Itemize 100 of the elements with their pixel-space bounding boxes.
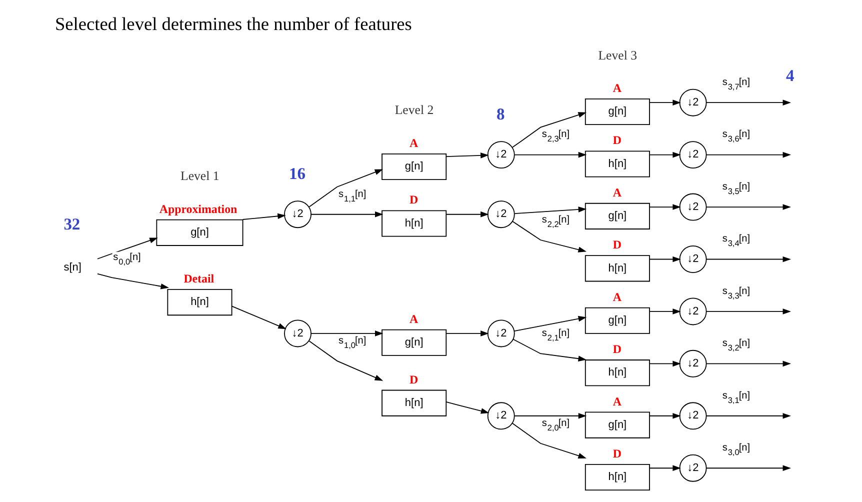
node-label: D	[612, 342, 621, 356]
node-circle: ↓2	[486, 320, 514, 348]
edge-label: s$_{2,0}$[n]	[541, 418, 570, 432]
edge-label: s$_{1,1}$[n]	[338, 188, 366, 204]
arrow	[445, 330, 488, 336]
label: Level 1	[180, 169, 219, 184]
label: Level 3	[598, 48, 637, 62]
arrow	[706, 413, 791, 419]
edge-label: s$_{3,3}$[n]	[722, 286, 750, 300]
label: 32	[63, 214, 80, 234]
node-label: D	[612, 133, 621, 148]
edge-label: s$_{3,7}$[n]	[722, 77, 750, 92]
node-circle: ↓2	[678, 298, 706, 326]
label: 4	[786, 66, 794, 85]
node-label: D	[612, 446, 621, 460]
arrow	[514, 413, 586, 419]
edge-label: s$_{3,4}$[n]	[722, 234, 750, 248]
node-circle: ↓2	[678, 350, 706, 378]
arrow	[706, 204, 791, 210]
node-box: g[n]	[381, 153, 446, 180]
arrow	[310, 211, 383, 218]
node-circle: ↓2	[678, 141, 706, 169]
node-box: g[n]	[381, 329, 446, 356]
node-circle: ↓2	[284, 200, 311, 228]
arrow	[230, 306, 286, 330]
arrow	[706, 100, 791, 106]
arrow	[96, 273, 168, 290]
node-label: Detail	[183, 272, 214, 286]
node-label: A	[612, 290, 621, 304]
node-circle: ↓2	[486, 200, 514, 228]
edge-label: s$_{2,3}$[n]	[541, 129, 570, 144]
arrow	[513, 316, 586, 332]
node-circle: ↓2	[678, 402, 706, 430]
node-label: D	[612, 238, 621, 252]
arrow	[242, 213, 286, 220]
arrow	[308, 169, 383, 208]
arrow	[445, 152, 488, 158]
node-box: g[n]	[584, 98, 650, 126]
arrow	[514, 152, 586, 158]
label: Level 2	[394, 103, 434, 118]
arrow	[706, 256, 791, 262]
node-box: g[n]	[584, 307, 650, 334]
diagram-title: Selected level determines the number of features	[54, 14, 412, 34]
arrow	[310, 330, 383, 336]
node-box: h[n]	[381, 390, 446, 416]
arrow	[514, 206, 586, 214]
edge-label: s$_{3,2}$[n]	[722, 338, 750, 353]
edge-label: s$_{1,0}$[n]	[338, 335, 366, 350]
arrow	[648, 465, 680, 471]
node-circle: ↓2	[678, 193, 706, 221]
node-label: A	[409, 136, 418, 150]
edge-label: s$_{0,0}$[n]	[112, 252, 140, 266]
arrow	[512, 338, 586, 362]
arrow	[445, 402, 489, 414]
node-label: A	[612, 394, 621, 408]
edge-label: s$_{3,6}$[n]	[722, 129, 750, 144]
arrow	[445, 211, 488, 218]
arrow	[512, 422, 586, 459]
arrow	[706, 308, 791, 314]
edge-label: s$_{3,5}$[n]	[722, 181, 750, 196]
arrow	[512, 112, 586, 148]
node-circle: ↓2	[486, 141, 514, 169]
arrow	[706, 360, 791, 367]
label: 16	[288, 164, 306, 183]
arrow	[706, 152, 791, 158]
node-label: Approximation	[158, 202, 237, 216]
node-box: h[n]	[381, 210, 446, 237]
node-circle: ↓2	[284, 320, 311, 348]
edge-label: s$_{3,0}$[n]	[722, 442, 750, 458]
arrow	[308, 340, 383, 381]
arrow	[648, 100, 680, 106]
node-box: g[n]	[156, 219, 243, 246]
arrow	[648, 256, 680, 262]
edge-label: s$_{2,1}$[n]	[541, 328, 570, 343]
node-label: A	[612, 185, 621, 200]
arrow	[648, 152, 680, 158]
node-box: h[n]	[584, 150, 650, 178]
arrow	[648, 413, 680, 419]
node-circle: ↓2	[678, 88, 706, 116]
label: 8	[496, 104, 504, 124]
node-box: h[n]	[584, 360, 650, 386]
arrow	[96, 238, 158, 260]
node-circle: ↓2	[486, 402, 514, 430]
node-label: D	[409, 372, 418, 386]
node-circle: ↓2	[678, 454, 706, 482]
node-box: h[n]	[584, 464, 650, 491]
arrow	[648, 204, 680, 210]
arrow	[648, 360, 680, 367]
arrow	[512, 220, 586, 252]
node-box: h[n]	[584, 255, 650, 282]
node-box: g[n]	[584, 202, 650, 230]
node-box: g[n]	[584, 412, 650, 438]
node-label: D	[409, 192, 418, 207]
arrow	[648, 308, 680, 314]
arrow	[706, 465, 791, 471]
edge-label: s$_{3,1}$[n]	[722, 390, 750, 405]
node-box: h[n]	[166, 289, 232, 316]
edge-label: s$_{2,2}$[n]	[541, 214, 570, 229]
node-label: A	[612, 80, 621, 95]
node-text: s[n]	[63, 261, 81, 274]
